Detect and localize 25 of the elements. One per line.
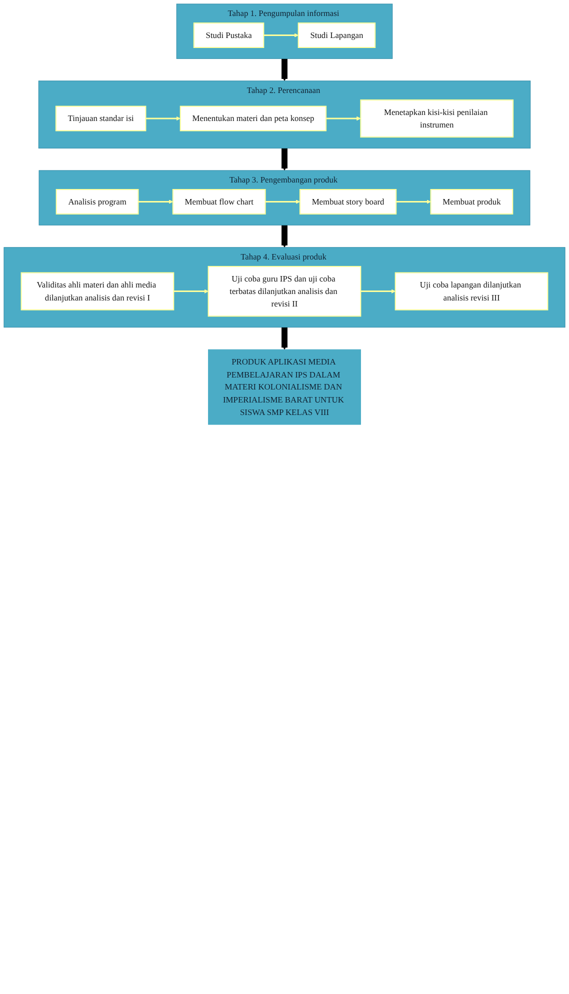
arrow bbox=[282, 224, 288, 248]
node-box: Membuat story board bbox=[299, 189, 397, 214]
node-box: Uji coba lapangan dilanjutkan analisis revisi III bbox=[394, 272, 548, 310]
arrow bbox=[138, 200, 174, 204]
node-box: Analisis program bbox=[56, 189, 139, 214]
node-box: Tinjauan standar isi bbox=[55, 106, 146, 132]
arrow bbox=[146, 116, 181, 121]
node-box: Membuat flow chart bbox=[172, 189, 266, 214]
arrow bbox=[264, 33, 299, 38]
arrow bbox=[282, 58, 288, 82]
node-box: Studi Pustaka bbox=[193, 22, 264, 48]
arrow bbox=[174, 289, 208, 294]
node-box: Membuat produk bbox=[430, 189, 514, 214]
node-box: Menetapkan kisi-kisi penilaian instrumen bbox=[360, 99, 514, 138]
node-box: Validitas ahli materi dan ahli media dilanjutkan analisis dan revisi I bbox=[20, 272, 174, 310]
node-box: Menentukan materi dan peta konsep bbox=[180, 106, 327, 132]
node-box: Uji coba guru IPS dan uji coba terbatas dilanjutkan analisis dan revisi II bbox=[208, 266, 362, 317]
arrow bbox=[396, 200, 431, 204]
arrow bbox=[282, 326, 288, 350]
node-box: Studi Lapangan bbox=[298, 22, 376, 48]
node-box: PRODUK APLIKASI MEDIA PEMBELAJARAN IPS DALAM MATERI KOLONIALISME DAN IMPERIALISME BARAT UNTUK SISWA SMP KELAS VIII bbox=[208, 349, 361, 425]
arrow bbox=[282, 147, 288, 171]
arrow bbox=[360, 289, 396, 294]
arrow bbox=[326, 116, 361, 121]
arrow bbox=[265, 200, 300, 204]
